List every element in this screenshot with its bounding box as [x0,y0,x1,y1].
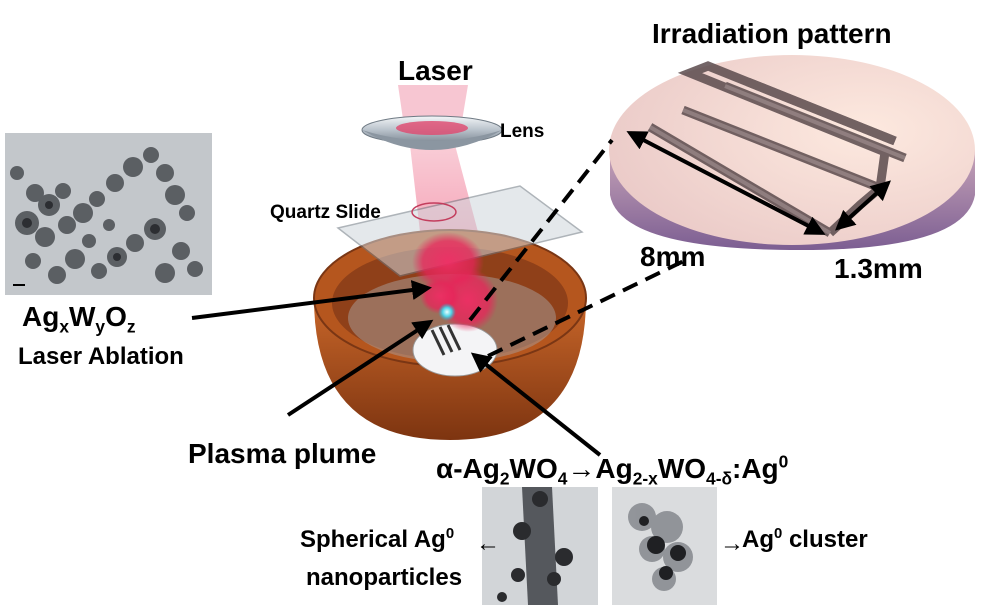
projection-lines [468,138,691,358]
irradiation-pattern-label: Irradiation pattern [652,18,892,49]
tem-micrograph-ablation [5,133,212,295]
reaction-arrow: → [567,453,596,484]
quartz-slide-illustration [336,185,584,277]
reaction-sub2: 4 [557,468,568,489]
reaction-sub4: 4-δ [706,468,733,489]
reaction-sup: 0 [778,451,789,472]
tem-micrograph-cluster [612,487,717,605]
spherical-sup: 0 [445,526,455,542]
reaction-formula: α-Ag2WO4→Ag2-xWO4-δ:Ag0 [436,451,789,487]
tem-micrograph-spherical [482,487,598,605]
quartz-slide-label: Quartz Slide [270,202,381,223]
spherical-text: Spherical Ag [300,526,446,553]
reaction-colon: :Ag [732,453,779,484]
spherical-arrow: ← [476,530,500,557]
plasma-plume-label: Plasma plume [188,438,377,469]
dimension-length-label: 8mm [640,241,706,272]
agwo-o: O [105,301,127,332]
reaction-sub1: 2 [499,468,510,489]
reaction-alpha: α-Ag [436,453,500,484]
agwo-formula: AgxWyOz [22,301,136,336]
cluster-post: cluster [782,526,868,553]
cluster-arrow: → [720,530,744,557]
agwo-z: z [126,316,136,337]
lens-illustration [361,115,503,150]
plasma-plume-illustration [412,232,498,332]
cluster-sup: 0 [774,526,783,542]
nanoparticles-label: nanoparticles [306,564,463,591]
reaction-wo2: WO [657,453,707,484]
cluster-label: Ag0 cluster [742,526,868,553]
reaction-ag: Ag [595,453,633,484]
agwo-y: y [95,316,106,337]
agwo-x: x [59,316,69,337]
reaction-wo: WO [509,453,558,484]
laser-label: Laser [398,55,473,86]
reaction-sub3: 2-x [632,468,658,489]
pointer-arrows [191,280,602,457]
agwo-ag: Ag [22,301,60,332]
laser-ablation-label: Laser Ablation [18,343,184,370]
cluster-pre: Ag [742,526,774,553]
spherical-label: Spherical Ag0 [300,526,455,553]
agwo-w: W [68,301,96,332]
dimension-arrows [626,131,891,235]
lens-label: Lens [500,121,545,142]
dimension-width-label: 1.3mm [834,253,923,284]
